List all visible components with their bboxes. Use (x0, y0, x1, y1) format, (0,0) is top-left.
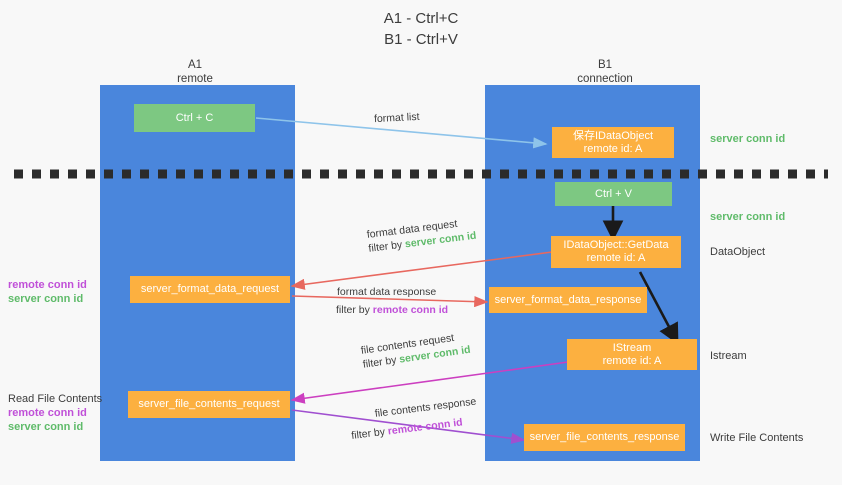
arrow-format-list (255, 117, 548, 149)
annotation-file-server-conn-id: server conn id (8, 421, 84, 433)
node-server-file-contents-request[interactable]: server_file_contents_request (128, 391, 290, 418)
annotation-dataobject: DataObject (710, 246, 766, 258)
node-server-file-contents-response[interactable]: server_file_contents_response (524, 424, 685, 451)
node-idataobject-getdata[interactable]: IDataObject::GetData remote id: A (551, 236, 681, 268)
filter-prefix: filter by (336, 304, 370, 316)
node-save-idataobject[interactable]: 保存IDataObject remote id: A (552, 127, 674, 158)
edge-label-format-data-response: format data response filter by remote co… (336, 285, 448, 317)
annotation-format-remote-conn-id: remote conn id (8, 279, 87, 291)
edge-label-format-list: format list (373, 110, 420, 126)
arrow-getdata-to-istream (638, 271, 679, 345)
edge-label-format-data-response-filter: filter by remote conn id (336, 303, 448, 317)
annotation-server-conn-id-second: server conn id (710, 211, 786, 223)
column-header-b1: B1 connection (577, 59, 633, 85)
column-header-a1: A1 remote (177, 59, 213, 85)
arrow-format-data-request (290, 251, 553, 290)
page-title: A1 - Ctrl+C B1 - Ctrl+V (383, 10, 459, 48)
filter-key-remote-conn-id: remote conn id (372, 304, 449, 316)
arrow-format-data-response (291, 295, 489, 308)
arrow-file-contents-request (290, 361, 569, 404)
annotation-format-server-conn-id: server conn id (8, 293, 84, 305)
annotation-istream: Istream (710, 350, 747, 362)
annotation-server-conn-id-top: server conn id (710, 133, 786, 145)
edge-label-format-data-response-line1: format data response (337, 286, 437, 298)
annotation-read-file-contents: Read File Contents (8, 393, 103, 405)
annotation-write-file-contents: Write File Contents (710, 432, 804, 444)
node-ctrl-c[interactable]: Ctrl + C (134, 104, 255, 132)
annotation-read-file-contents-group: Read File Contents remote conn id server… (8, 392, 103, 434)
node-ctrl-v[interactable]: Ctrl + V (555, 182, 672, 206)
annotation-file-remote-conn-id: remote conn id (8, 407, 87, 419)
annotation-format-conn-ids: remote conn id server conn id (8, 278, 98, 306)
node-istream[interactable]: IStream remote id: A (567, 339, 697, 370)
arrow-file-contents-response (291, 409, 526, 444)
node-server-format-data-request[interactable]: server_format_data_request (130, 276, 290, 303)
node-server-format-data-response[interactable]: server_format_data_response (489, 287, 647, 313)
